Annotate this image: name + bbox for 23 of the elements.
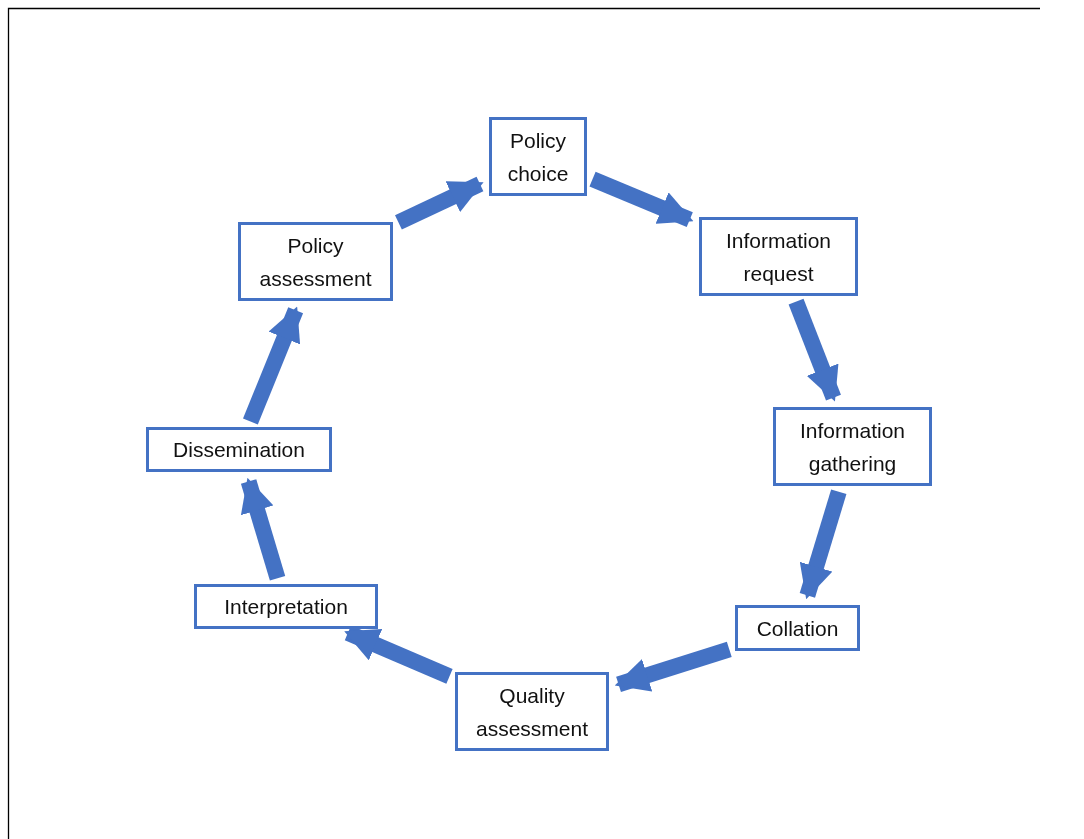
step-label: Dissemination: [173, 437, 305, 463]
process-box: [146, 427, 332, 472]
block-arrow: [395, 176, 484, 230]
process-box: [455, 672, 609, 751]
block-arrow: [240, 477, 286, 581]
step-label: Policy assessment: [258, 232, 373, 292]
step-label: Collation: [756, 615, 839, 642]
process-box: [238, 222, 393, 301]
step-label: Information request: [724, 227, 833, 287]
block-arrow: [788, 298, 841, 402]
step-label: Quality assessment: [474, 682, 589, 742]
process-box: [735, 605, 860, 651]
step-label: Information gathering: [798, 417, 907, 477]
block-arrow: [799, 489, 847, 600]
block-arrow: [243, 306, 304, 425]
process-box: [489, 117, 587, 196]
process-box: [773, 407, 932, 486]
step-label: Policy choice: [506, 127, 570, 187]
step-label: Interpretation: [224, 594, 348, 620]
block-arrow: [589, 171, 694, 227]
process-box: [699, 217, 858, 296]
process-box: [194, 584, 378, 629]
block-arrow: [614, 641, 732, 692]
